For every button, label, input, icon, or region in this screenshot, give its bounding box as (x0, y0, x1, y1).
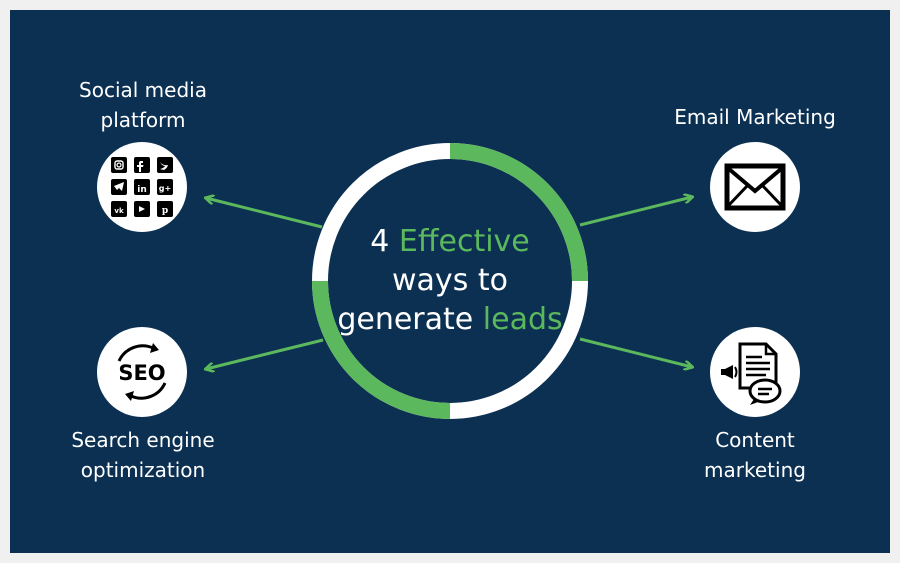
content-marketing-label: Content marketing (704, 428, 806, 482)
arrow-to-email (579, 197, 692, 227)
svg-text:vk: vk (114, 207, 124, 215)
arrow-to-content (579, 337, 692, 367)
arrow-to-seo (206, 338, 324, 369)
svg-text:in: in (137, 185, 147, 195)
center-title: 4 Effective ways to generate leads (320, 222, 580, 339)
svg-text:g+: g+ (159, 184, 171, 193)
svg-text:SEO: SEO (118, 361, 165, 385)
document-speech-icon (721, 342, 782, 405)
center-word-leads: leads (482, 302, 563, 337)
center-number: 4 (370, 224, 390, 259)
email-marketing-label: Email Marketing (674, 105, 836, 129)
center-line-1: 4 Effective (320, 222, 580, 261)
social-media-grid-icon: in g+ vk p (111, 157, 173, 217)
email-marketing-node (710, 142, 800, 232)
center-line-3: generate leads (320, 300, 580, 339)
seo-cycle-icon: SEO (117, 343, 167, 401)
center-word-effective: Effective (398, 224, 530, 259)
social-media-node: in g+ vk p (97, 142, 187, 232)
svg-text:p: p (162, 206, 168, 216)
center-word-generate: generate (337, 302, 474, 337)
arrow-to-social (206, 198, 323, 229)
center-line-2: ways to (392, 263, 508, 298)
envelope-icon (724, 163, 786, 211)
seo-label: Search engine optimization (71, 428, 215, 482)
seo-node: SEO (97, 327, 187, 417)
diagram-canvas (10, 10, 890, 553)
content-marketing-node (710, 327, 800, 417)
social-media-label: Social media platform (79, 78, 207, 132)
